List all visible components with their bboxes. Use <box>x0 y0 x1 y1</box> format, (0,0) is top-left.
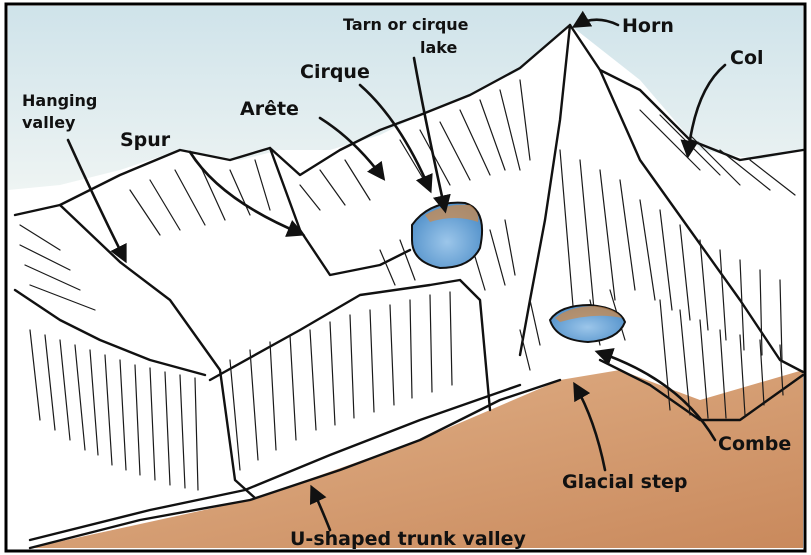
label-hanging-line2: valley <box>22 113 76 132</box>
label-spur: Spur <box>120 129 171 151</box>
label-combe: Combe <box>718 433 791 455</box>
label-trunk-valley: U-shaped trunk valley <box>290 528 527 550</box>
label-arete: Arête <box>240 98 299 120</box>
label-cirque: Cirque <box>300 61 370 83</box>
label-tarn-line1: Tarn or cirque <box>343 15 469 34</box>
label-glacial-step: Glacial step <box>562 471 688 493</box>
label-horn: Horn <box>622 15 674 37</box>
label-col: Col <box>730 47 764 69</box>
label-tarn-line2: lake <box>420 38 457 57</box>
label-hanging-line1: Hanging <box>22 91 97 110</box>
